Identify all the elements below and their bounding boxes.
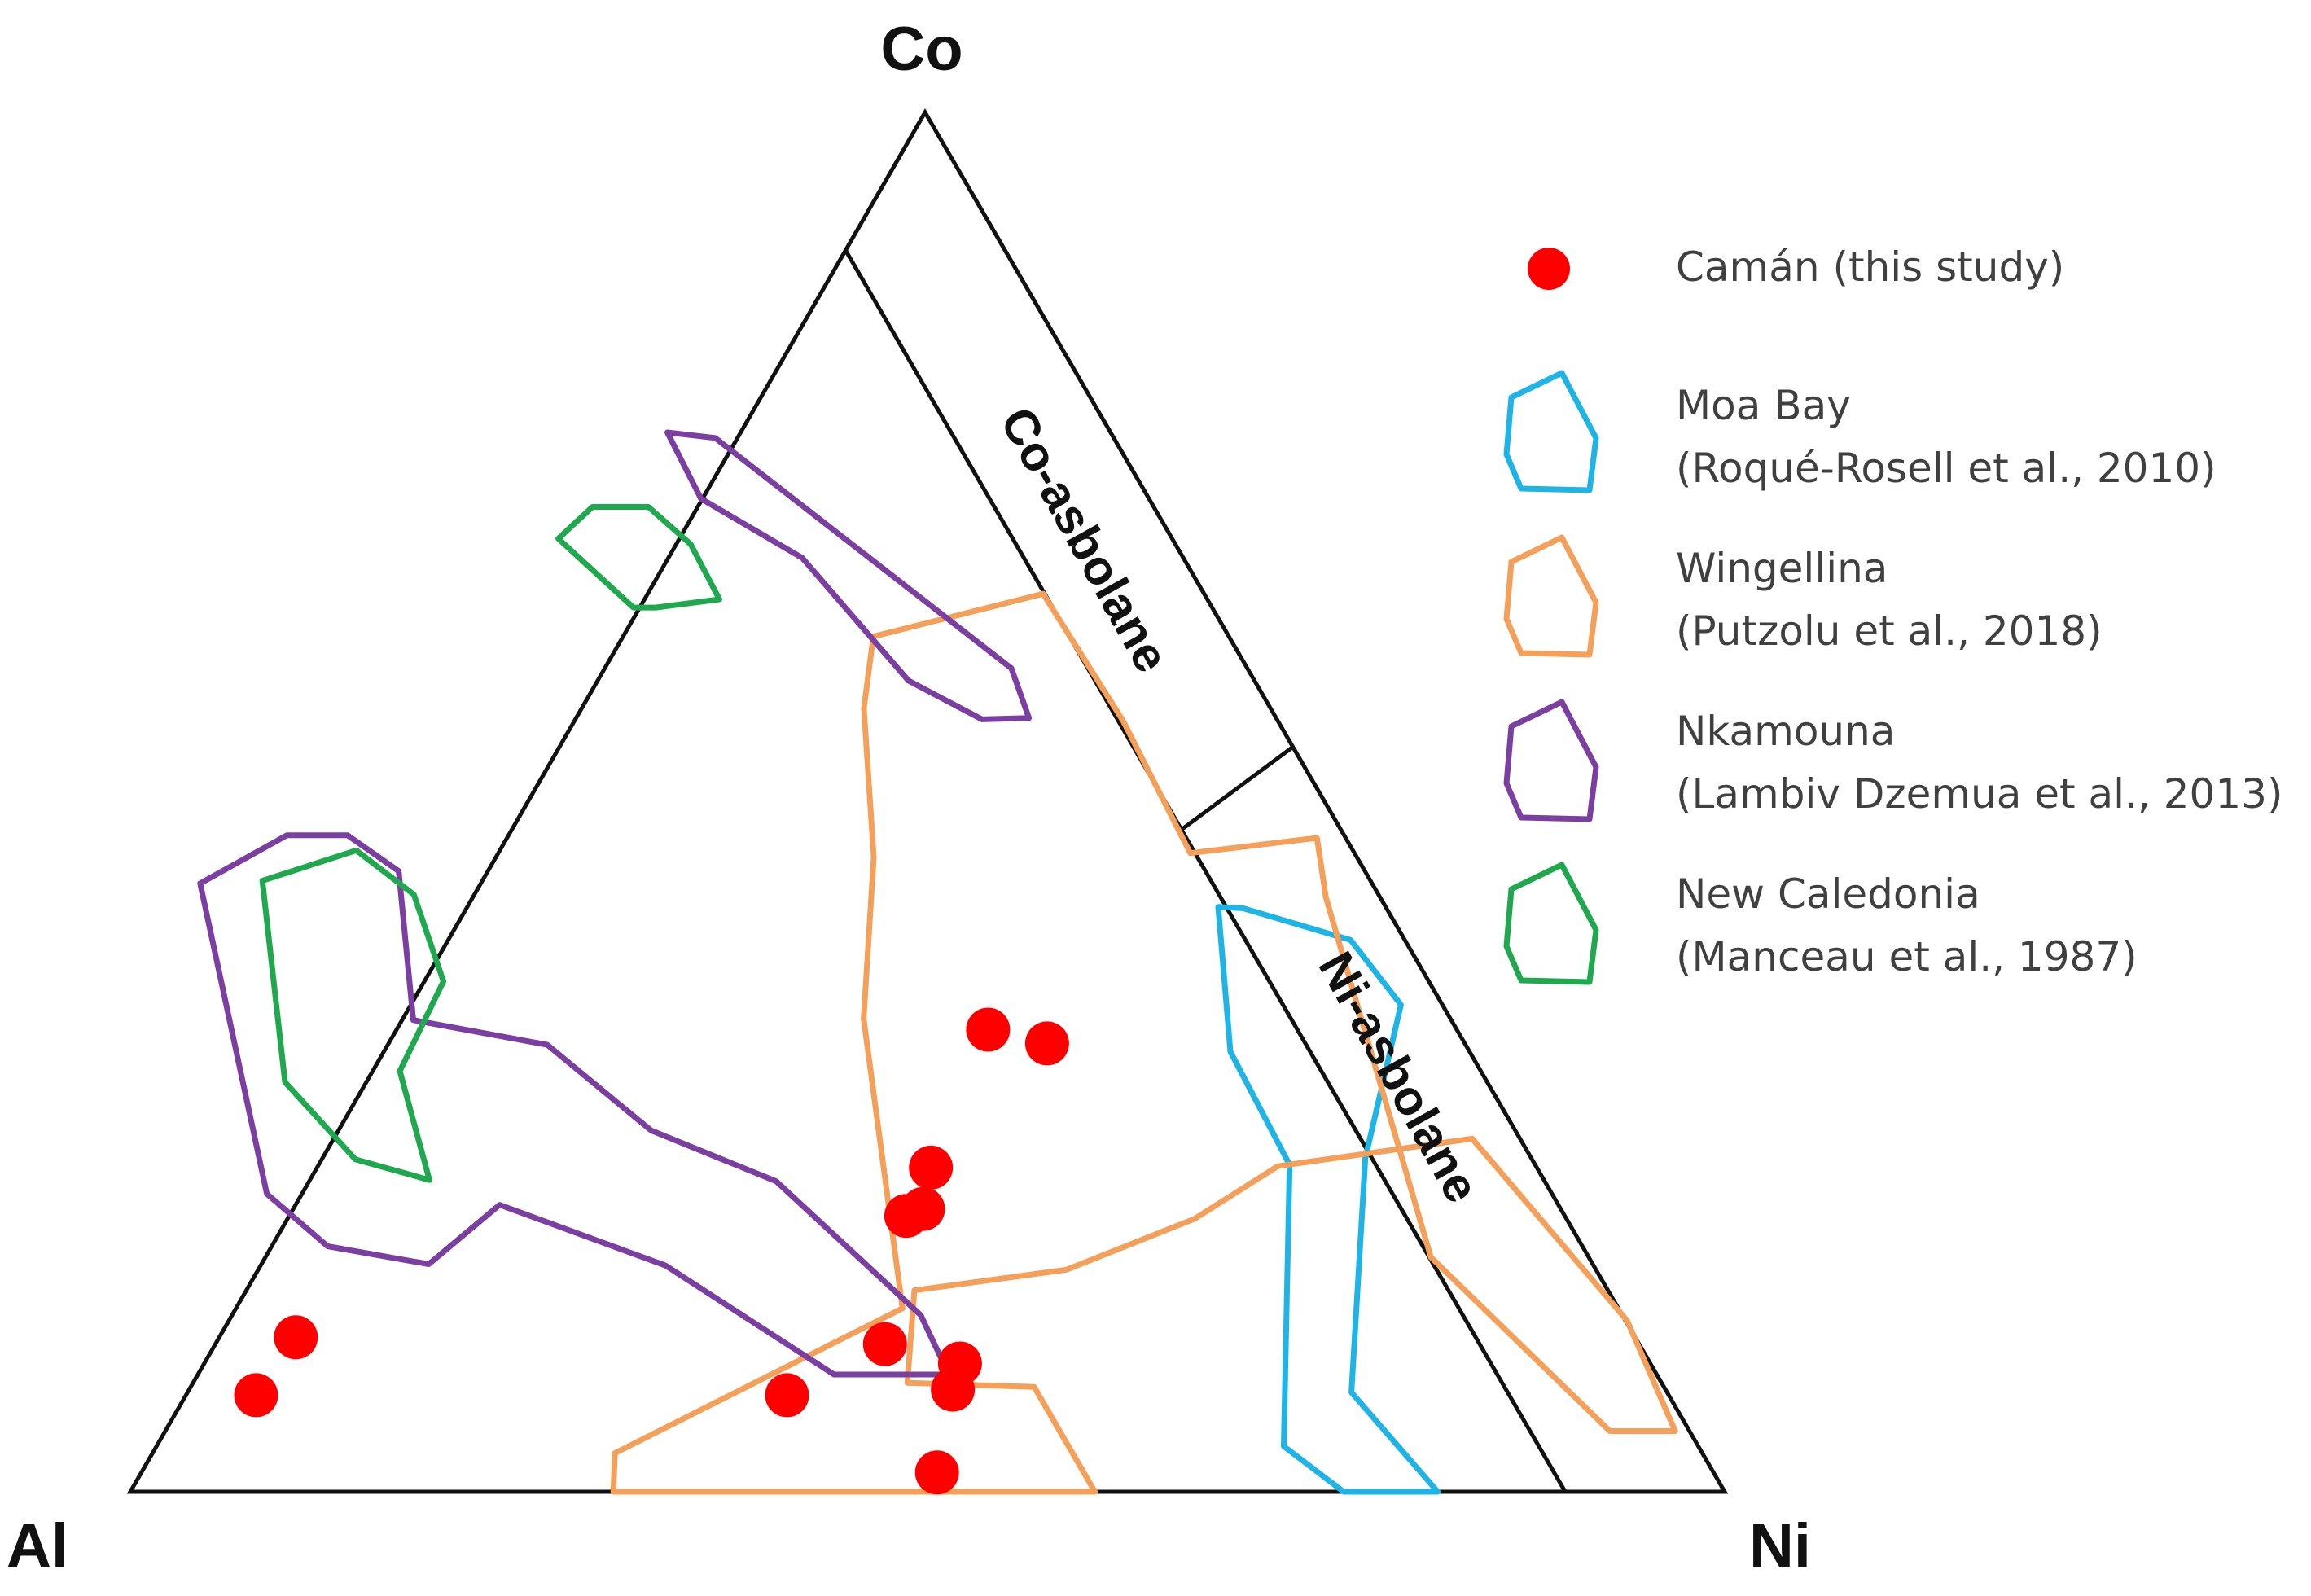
legend: Camán (this study) Moa Bay (Roqué-Rosell… <box>1503 243 2282 985</box>
field-label-ni-asbolane: Ni-asbolane <box>1308 943 1489 1212</box>
sample-point-11 <box>1024 1021 1069 1066</box>
sample-point-1 <box>274 1315 318 1360</box>
region-outline-nkamouna-2 <box>664 429 1033 722</box>
legend-label-nkamouna: Nkamouna <box>1676 708 1895 755</box>
ternary-triangle <box>126 108 1729 1494</box>
legend-label-moa-bay: Moa Bay <box>1676 382 1851 429</box>
legend-label-new-caledonia: New Caledonia <box>1676 870 1980 918</box>
vertex-label-al: Al <box>7 1511 68 1581</box>
legend-ref-nkamouna: (Lambiv Dzemua et al., 2013) <box>1676 770 2282 818</box>
legend-ref-moa-bay: (Roqué-Rosell et al., 2010) <box>1676 445 2217 492</box>
region-outline-moa-bay <box>1215 904 1441 1495</box>
legend-marker-nkamouna <box>1503 699 1599 822</box>
sample-points <box>234 1007 1069 1495</box>
legend-label-wingellina: Wingellina <box>1676 545 1888 592</box>
region-outline-new-caledonia-2 <box>555 504 722 611</box>
sample-point-3 <box>914 1450 959 1495</box>
ternary-frame <box>126 108 1729 1494</box>
region-outline-nkamouna <box>197 832 952 1378</box>
sample-point-4 <box>862 1322 907 1366</box>
sample-point-8 <box>901 1186 945 1231</box>
sample-point-6 <box>937 1341 982 1386</box>
legend-marker-moa-bay <box>1503 370 1599 493</box>
legend-marker-new-caledonia <box>1503 862 1599 985</box>
field-label-co-asbolane: Co-asbolane <box>989 398 1179 681</box>
vertex-label-ni: Ni <box>1749 1511 1811 1581</box>
sample-point-0 <box>234 1373 278 1418</box>
field-boundary-line-1 <box>1180 745 1295 831</box>
field-boundary-line-0 <box>844 249 1568 1493</box>
sample-point-10 <box>966 1007 1011 1052</box>
vertex-label-co: Co <box>880 15 963 84</box>
legend-marker-wingellina <box>1503 534 1599 658</box>
region-outline-new-caledonia <box>259 847 447 1183</box>
legend-label-caman: Camán (this study) <box>1676 243 2064 291</box>
region-outlines <box>197 429 1678 1495</box>
legend-ref-wingellina: (Putzolu et al., 2018) <box>1676 607 2103 655</box>
region-outline-wingellina <box>610 590 1678 1495</box>
sample-point-2 <box>765 1373 809 1418</box>
legend-ref-new-caledonia: (Manceau et al., 1987) <box>1676 933 2138 980</box>
sample-point-9 <box>909 1145 954 1190</box>
legend-marker-caman <box>1528 248 1570 290</box>
